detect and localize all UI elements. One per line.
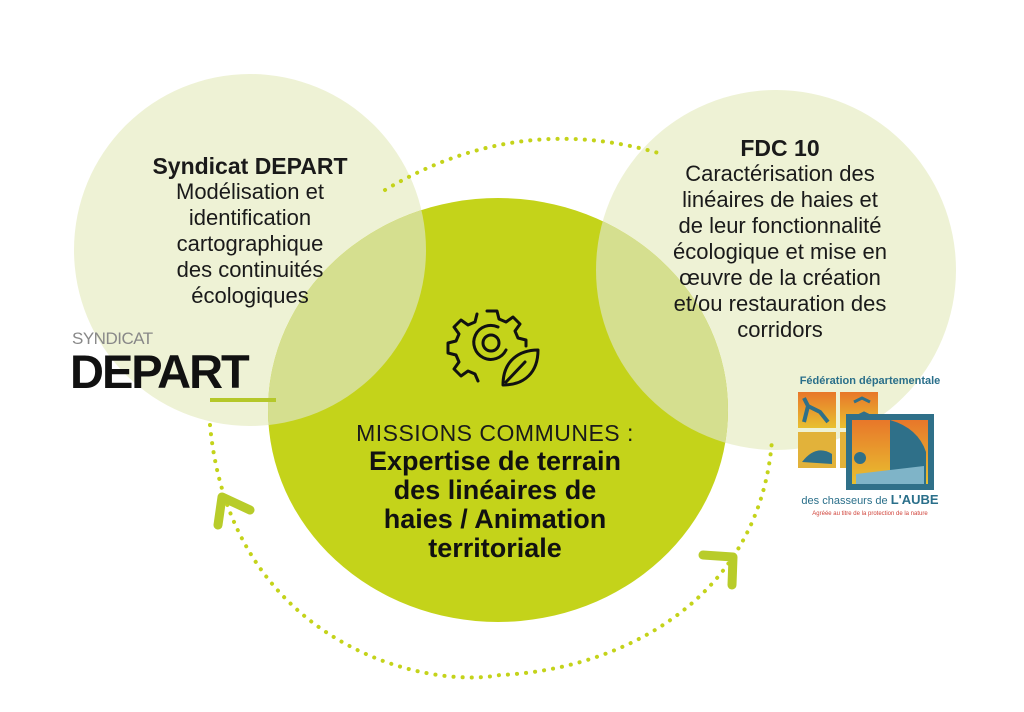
fdc-logo-bottom-strong: L'AUBE: [890, 492, 939, 507]
arrow-right-icon: [698, 550, 738, 590]
fdc-logo-top-text: Fédération départementale: [799, 375, 941, 387]
logo-big-text: DEPART: [70, 345, 250, 398]
arrow-left-icon: [213, 492, 255, 530]
overlap-left: [268, 198, 426, 426]
logo-underline: [210, 398, 276, 402]
top-dotted-arc: [383, 136, 667, 192]
logo-small-text: SYNDICAT: [72, 329, 153, 348]
right-line: et/ou restauration des: [673, 291, 887, 316]
right-line: de leur fonctionnalité: [678, 213, 882, 238]
center-line: des linéaires de: [393, 475, 597, 505]
center-line: Expertise de terrain: [368, 446, 622, 476]
left-title: Syndicat DEPART: [152, 153, 348, 179]
right-partner-text: FDC 10 Caractérisation des linéaires de …: [615, 135, 945, 343]
center-missions-text: MISSIONS COMMUNES : Expertise de terrain…: [300, 420, 690, 563]
fdc-logo-subtitle: Agréée au titre de la protection de la n…: [812, 511, 928, 517]
left-line: des continuités: [176, 257, 324, 282]
left-line: Modélisation et: [176, 179, 324, 204]
syndicat-depart-logo: SYNDICAT DEPART: [70, 330, 285, 405]
overlap-right: [596, 198, 728, 450]
fdc-logo-bottom-text: des chasseurs de L'AUBE: [790, 492, 950, 509]
left-line: cartographique: [176, 231, 324, 256]
gear-leaf-icon: [446, 309, 540, 387]
center-line: haies / Animation: [383, 504, 607, 534]
center-line: territoriale: [428, 533, 562, 563]
center-heading: MISSIONS COMMUNES :: [356, 420, 634, 446]
fdc-logo-bottom-prefix: des chasseurs de: [801, 495, 891, 507]
right-line: Caractérisation des: [685, 161, 875, 186]
fdc-logo-emblem-icon: [798, 392, 934, 490]
right-line: écologique et mise en: [672, 239, 888, 264]
right-line: corridors: [737, 317, 823, 342]
right-line: linéaires de haies et: [682, 187, 878, 212]
left-line: écologiques: [191, 283, 309, 308]
left-partner-text: Syndicat DEPART Modélisation et identifi…: [110, 153, 390, 309]
right-line: œuvre de la création: [679, 265, 881, 290]
right-title: FDC 10: [740, 135, 820, 161]
fdc-aube-logo: Fédération départementale des chasseurs …: [790, 375, 950, 527]
left-line: identification: [188, 205, 312, 230]
bottom-dotted-arc: [208, 423, 774, 680]
